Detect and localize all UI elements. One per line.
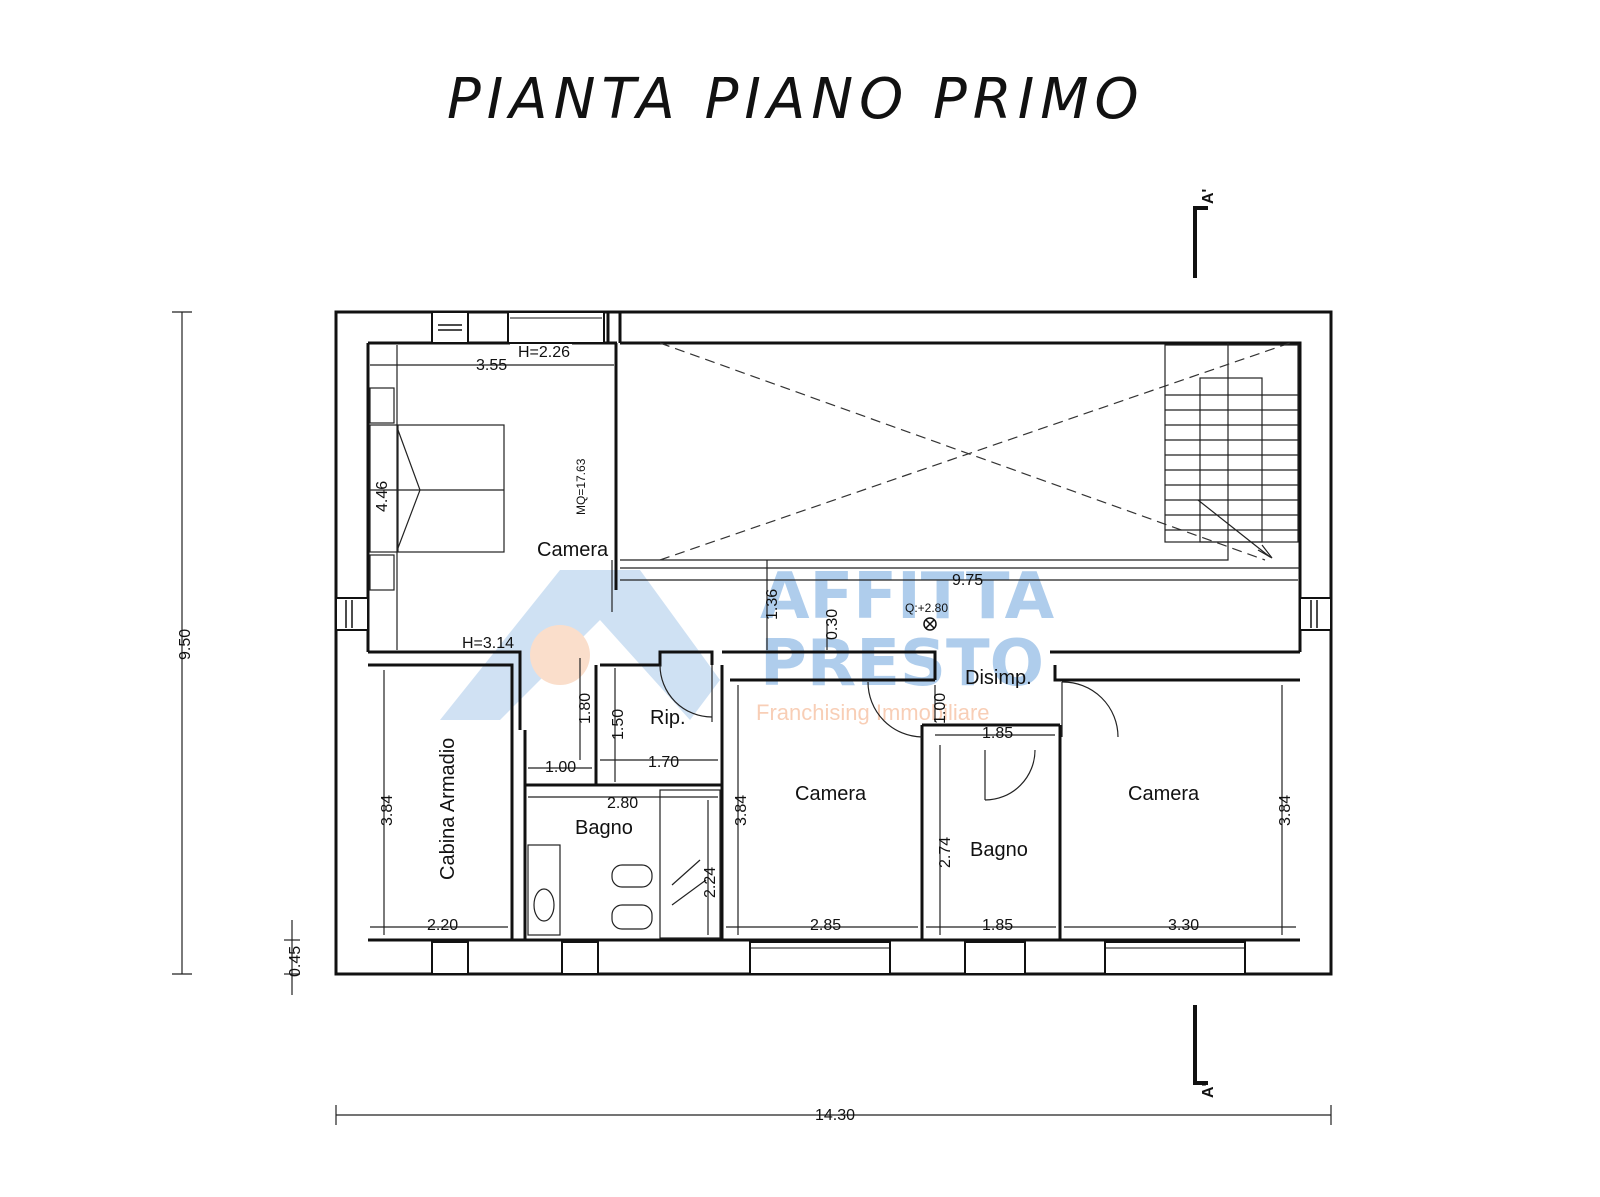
plan-title: PIANTA PIANO PRIMO (447, 67, 1145, 132)
svg-text:1.00: 1.00 (932, 693, 949, 724)
area-label: MQ=17.63 (574, 458, 588, 515)
svg-text:3.84: 3.84 (379, 795, 396, 826)
svg-text:1.70: 1.70 (648, 754, 679, 771)
level-marker-icon (923, 617, 937, 631)
section-marker-bottom: A' (1193, 1005, 1217, 1098)
svg-text:1.85: 1.85 (982, 725, 1013, 742)
svg-text:2.24: 2.24 (702, 867, 719, 898)
svg-text:2.20: 2.20 (427, 917, 458, 934)
room-label-rip: Rip. (650, 707, 686, 729)
room-label-bagno-1: Bagno (575, 817, 633, 839)
svg-text:3.84: 3.84 (733, 795, 750, 826)
interior-dimensions: 3.55 4.46 9.75 1.36 0.30 1.70 1.50 1.80 … (370, 345, 1298, 935)
dim-wall-offset: 0.45 (284, 920, 304, 995)
svg-text:9.75: 9.75 (952, 572, 983, 589)
svg-text:9.50: 9.50 (177, 629, 194, 660)
dim-total-height: 9.50 (172, 311, 194, 975)
toilet-icon (611, 904, 653, 930)
double-bed (369, 387, 505, 591)
svg-text:1.85: 1.85 (982, 917, 1013, 934)
section-marker-top-label: A' (1200, 189, 1217, 204)
room-label-camera-2: Camera (795, 783, 867, 805)
watermark-line2: PRESTO (760, 627, 1044, 701)
master-bedroom (368, 343, 618, 730)
svg-text:3.30: 3.30 (1168, 917, 1199, 934)
svg-text:2.74: 2.74 (937, 837, 954, 868)
h-mid-label: H=3.14 (462, 635, 514, 652)
section-marker-bottom-label: A' (1200, 1083, 1217, 1098)
window-left (335, 597, 369, 631)
quota-marker: Q:+2.80 (905, 601, 948, 631)
washbasin-icon (533, 888, 555, 922)
svg-text:14.30: 14.30 (815, 1107, 855, 1124)
svg-text:3.84: 3.84 (1277, 795, 1294, 826)
door-bagno-2 (984, 749, 1036, 801)
balcony-door-top (507, 311, 605, 344)
svg-text:0.45: 0.45 (287, 946, 304, 977)
dim-total-width: 14.30 (335, 1105, 1332, 1125)
staircase (1164, 344, 1299, 559)
room-label-camera-3: Camera (1128, 783, 1200, 805)
watermark-line1: AFFITTA (760, 560, 1055, 634)
watermark-logo-dot-icon (530, 625, 590, 685)
quota-label: Q:+2.80 (905, 601, 948, 615)
interior-walls (368, 650, 1300, 942)
windows-bottom (431, 941, 1246, 975)
h-top-label: H=2.26 (518, 344, 570, 361)
svg-text:0.30: 0.30 (824, 609, 841, 640)
room-label-camera-master: Camera (537, 539, 609, 561)
section-marker-top: A' (1193, 189, 1217, 278)
svg-text:1.50: 1.50 (610, 709, 627, 740)
stair-void (620, 342, 1300, 569)
door-camera-2 (867, 681, 923, 738)
room-label-cabina: Cabina Armadio (437, 738, 459, 880)
shower-icon (659, 789, 721, 939)
svg-text:2.80: 2.80 (607, 795, 638, 812)
svg-text:2.85: 2.85 (810, 917, 841, 934)
svg-text:1.00: 1.00 (545, 759, 576, 776)
window-right (1299, 597, 1332, 631)
door-rip (659, 664, 713, 722)
door-camera-3 (1061, 681, 1119, 738)
watermark: AFFITTA PRESTO Franchising Immobiliare (440, 560, 1055, 725)
svg-text:1.80: 1.80 (577, 693, 594, 724)
bagno-1-fixtures (527, 789, 721, 939)
room-label-disimp: Disimp. (965, 667, 1032, 689)
svg-text:3.55: 3.55 (476, 357, 507, 374)
room-label-bagno-2: Bagno (970, 839, 1028, 861)
bidet-icon (611, 864, 653, 888)
svg-text:4.46: 4.46 (374, 481, 391, 512)
room-labels: Camera Rip. Disimp. Cabina Armadio Bagno… (437, 539, 1200, 880)
watermark-logo-icon (440, 570, 720, 720)
svg-text:1.36: 1.36 (764, 589, 781, 620)
window-top-left (431, 311, 469, 344)
